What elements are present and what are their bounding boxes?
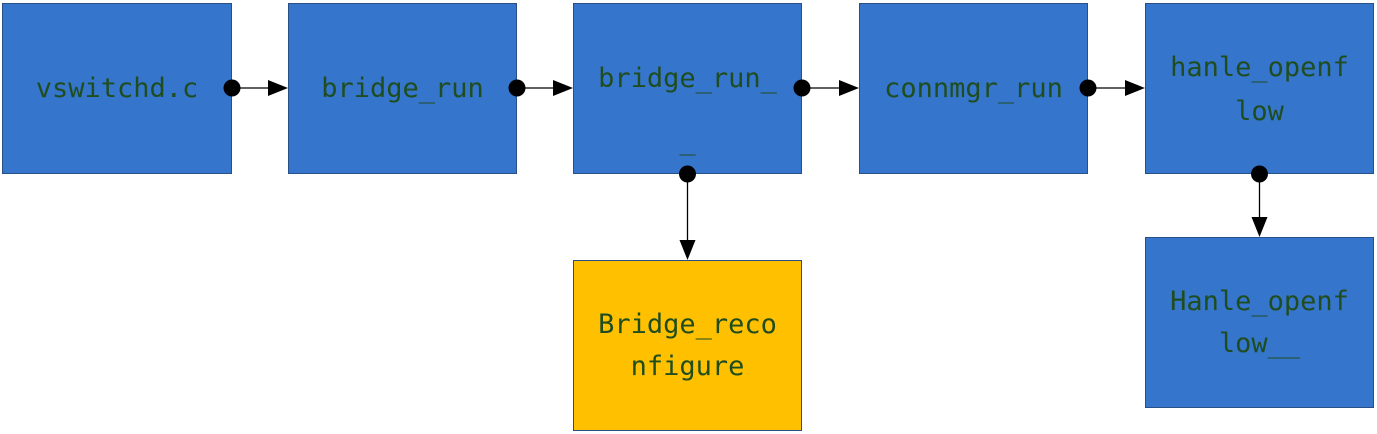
node-bridge-run-run[interactable]: bridge_run_ _ [573,3,802,174]
arrowhead-icon [839,80,859,96]
edge-connmgr-run-to-hanle-openflow [1079,79,1145,97]
node-label: connmgr_run [884,72,1063,104]
node-bridge-reconfigure[interactable]: Bridge_reco nfigure [573,260,802,431]
edge-bridge-run-run-to-connmgr-run [793,79,859,97]
edge-bridge-run-run-to-bridge-reconfigure [679,165,696,260]
arrowhead-icon [1125,80,1145,96]
arrowhead-icon [1251,217,1268,237]
arrowhead-icon [268,80,288,96]
node-label: bridge_run [321,72,484,104]
node-bridge-run[interactable]: bridge_run [288,3,517,174]
arrowhead-icon [679,240,696,260]
node-connmgr-run[interactable]: connmgr_run [859,3,1088,174]
edge-hanle-openflow-to-hanle-openflow-inner [1251,165,1268,237]
node-label: hanle_openf low [1170,52,1349,127]
node-vswitchd[interactable]: vswitchd.c [2,3,232,174]
node-label: vswitchd.c [35,72,199,104]
node-hanle-openflow[interactable]: hanle_openf low [1145,3,1374,174]
arrowhead-icon [553,80,573,96]
edge-bridge-run-to-bridge-run-run [508,79,573,97]
node-label: Hanle_openf low__ [1170,285,1349,359]
node-label: Bridge_reco nfigure [598,308,777,382]
node-hanle-openflow-inner[interactable]: Hanle_openf low__ [1145,237,1374,408]
node-label: bridge_run_ _ [598,63,777,156]
edge-vswitchd-to-bridge-run [223,79,288,97]
